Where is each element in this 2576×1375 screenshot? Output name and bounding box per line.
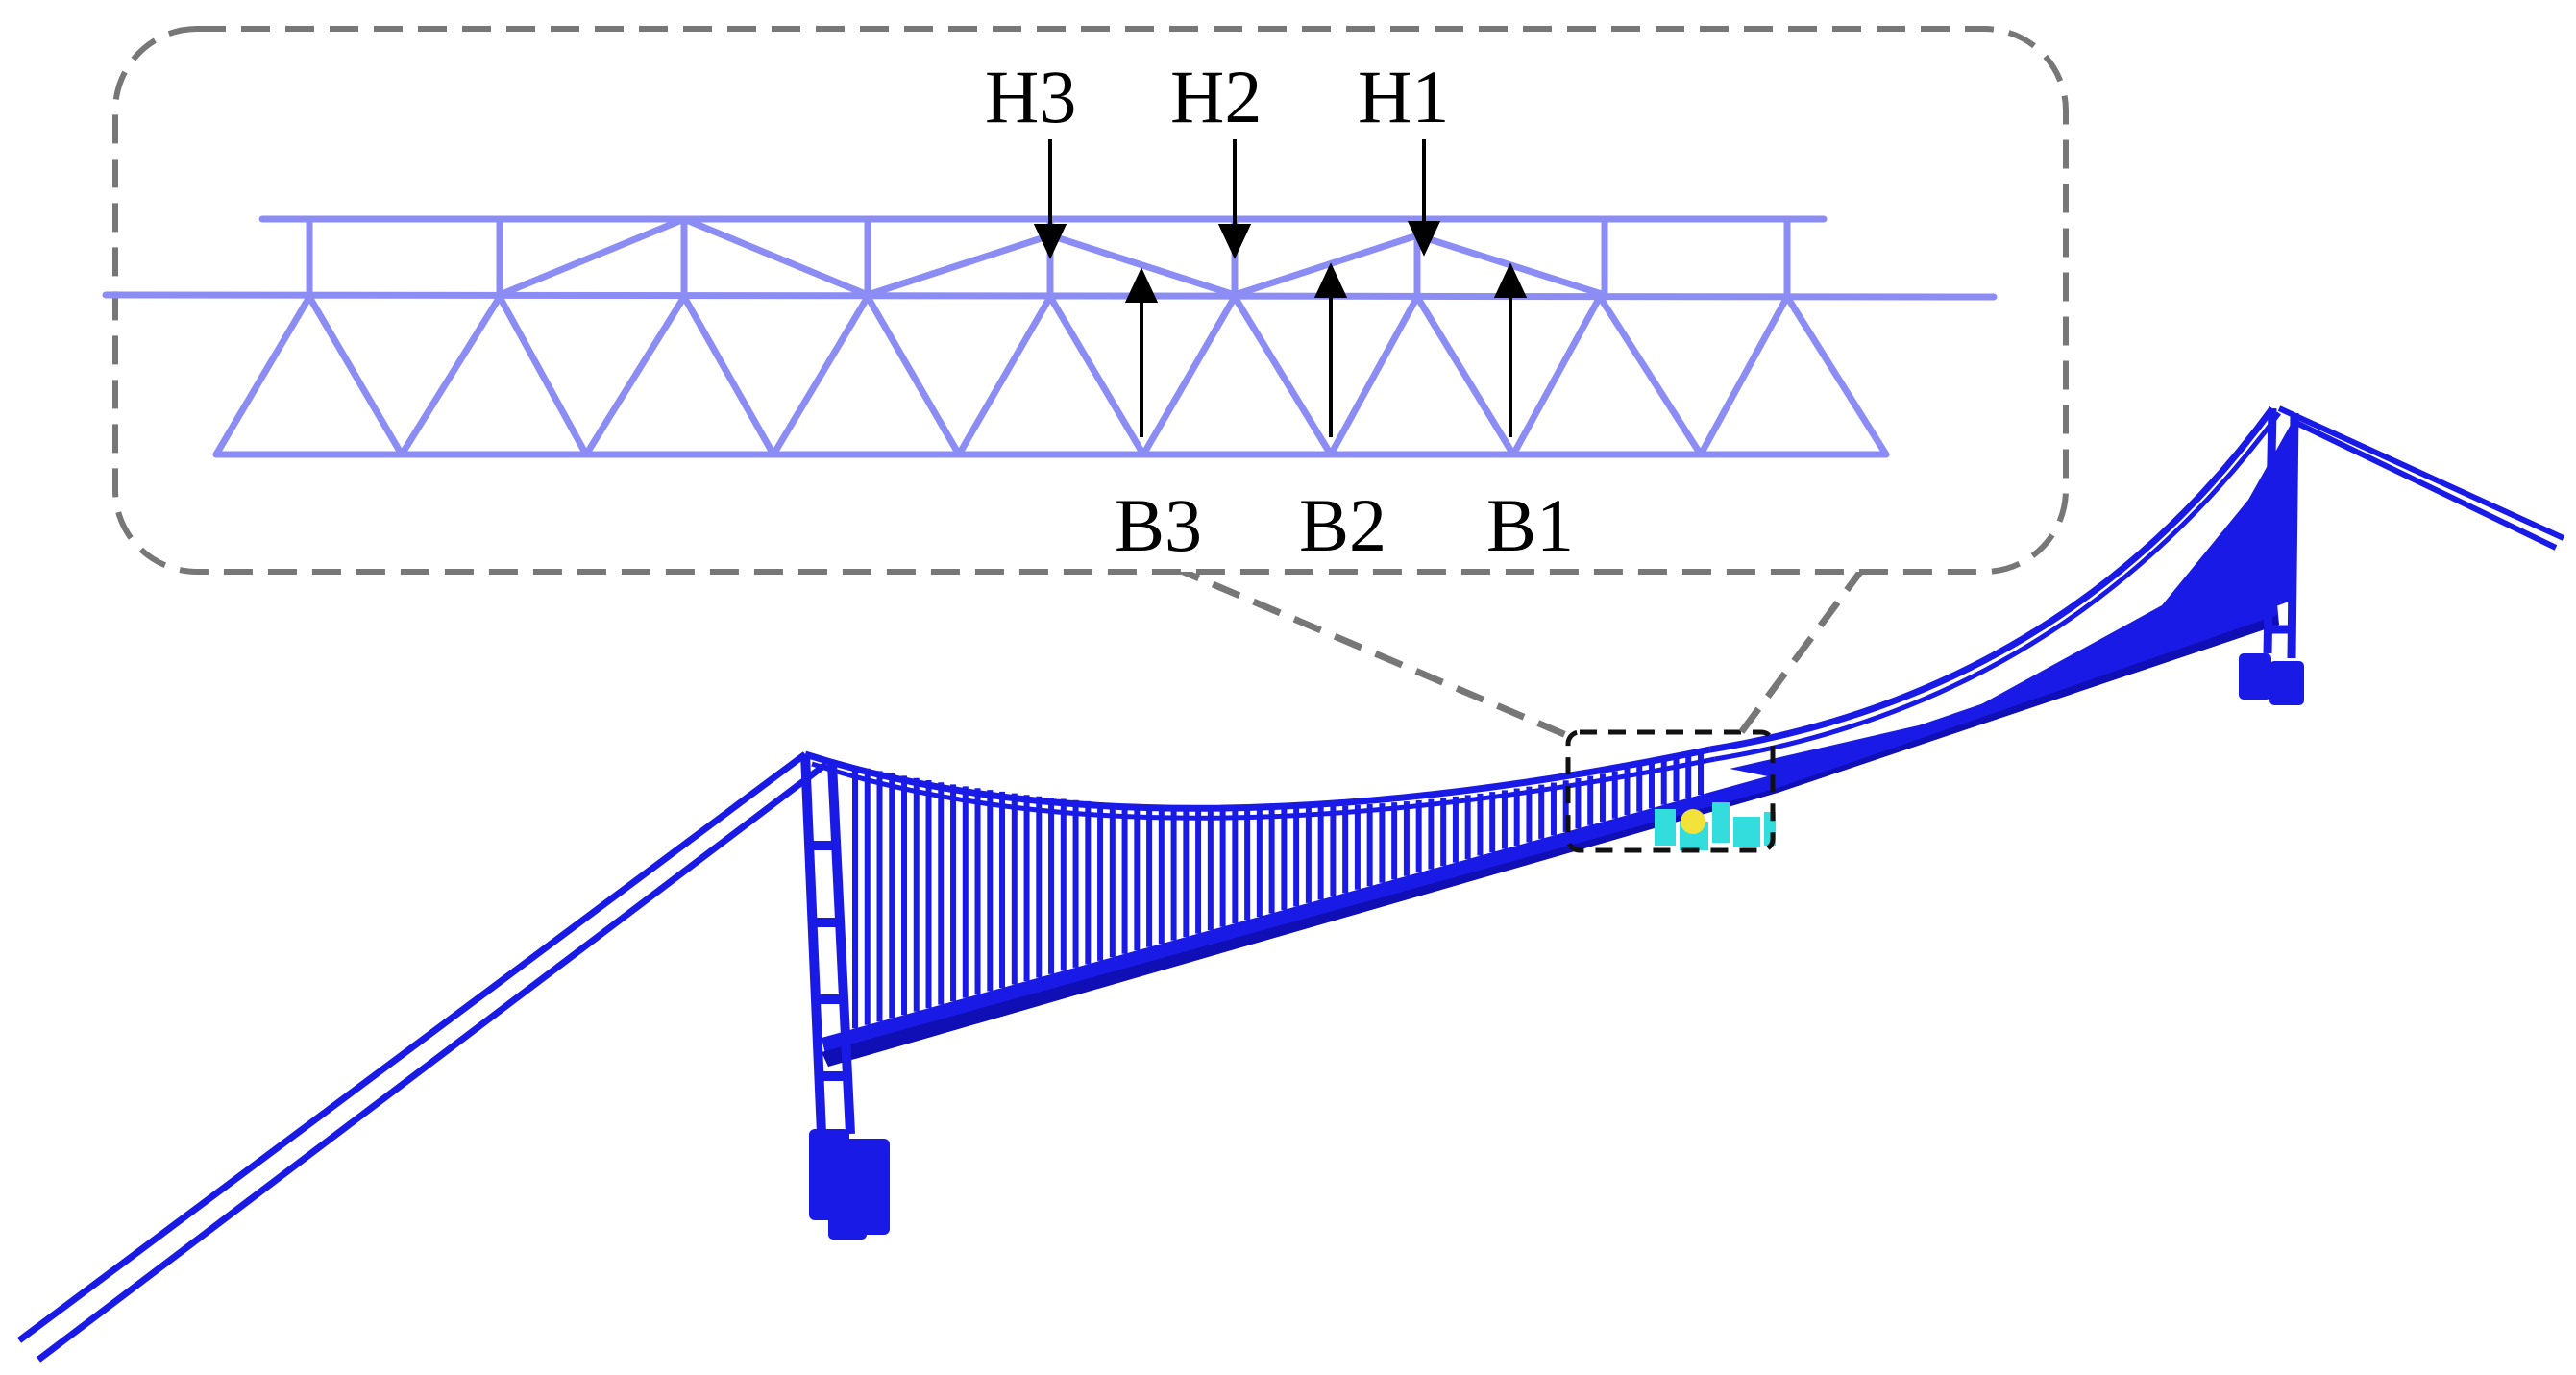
right-span-hangers xyxy=(1730,423,2292,778)
left-tower-foundation xyxy=(809,1129,890,1240)
truss-diagonal xyxy=(496,293,590,458)
truss-diagonal xyxy=(1046,293,1147,458)
truss-diagonal xyxy=(1413,293,1517,458)
truss-diagonal xyxy=(770,293,871,458)
label-b3: B3 xyxy=(1115,483,1202,567)
label-b2: B2 xyxy=(1299,483,1386,567)
load-arrows xyxy=(1033,139,1528,437)
label-h3: H3 xyxy=(985,55,1076,138)
label-b1: B1 xyxy=(1486,483,1574,567)
arrow-b3-head xyxy=(1124,267,1159,303)
main-cable-left-2 xyxy=(811,756,1716,821)
arrow-h2-head xyxy=(1217,224,1252,259)
bridge-deck-shadow xyxy=(822,615,2279,1067)
truss-diagonal xyxy=(398,293,503,458)
hangers xyxy=(852,751,1704,1029)
arrow-h3-head xyxy=(1033,224,1067,259)
right-tower xyxy=(2263,407,2299,659)
callout-leader-left xyxy=(1170,563,1568,739)
truss-diagonal xyxy=(864,293,963,458)
truss-diagonal xyxy=(955,293,1054,458)
truss-diagonal xyxy=(1140,293,1239,458)
truss-diagonal xyxy=(1783,293,1890,458)
upper-diagonal xyxy=(496,215,688,299)
left-backstay-cable xyxy=(16,751,808,1343)
arrow-h1-head xyxy=(1407,221,1441,257)
load-highlight xyxy=(1655,802,1776,850)
arrow-b1-head xyxy=(1493,262,1528,298)
truss-diagonal xyxy=(212,293,313,458)
arrow-b2-head xyxy=(1313,262,1348,298)
right-backstay-cable-2 xyxy=(2294,420,2558,551)
label-h1: H1 xyxy=(1358,55,1449,138)
left-backstay-cable-2 xyxy=(36,761,829,1363)
label-h2: H2 xyxy=(1170,55,1262,138)
truss-diagonal xyxy=(1509,293,1604,458)
upper-diagonal xyxy=(864,232,1054,299)
main-cable-left xyxy=(803,746,1711,812)
truss-diagonal xyxy=(582,293,688,458)
left-tower xyxy=(800,753,855,1135)
truss-detail xyxy=(102,215,1998,458)
upper-diagonal xyxy=(1231,232,1421,299)
truss-diagonal xyxy=(1596,293,1705,458)
truss-diagonal xyxy=(1327,293,1421,458)
labels: H3 H2 H1 B3 B2 B1 xyxy=(985,55,1574,567)
bridge-deck xyxy=(822,603,2279,1067)
upper-diagonal xyxy=(1046,232,1239,299)
truss-diagonal xyxy=(1697,293,1791,458)
detail-region-box xyxy=(1565,729,1776,853)
right-tower-foundation xyxy=(2239,653,2304,705)
callout-leader-right xyxy=(1736,564,1867,738)
detail-callout xyxy=(112,26,2069,853)
upper-diagonal xyxy=(680,215,871,299)
zoom-inset-frame xyxy=(112,26,2069,575)
main-cable-right xyxy=(1709,405,2275,753)
truss-diagonal xyxy=(1231,293,1335,458)
truss-diagonal xyxy=(680,293,777,458)
main-cable-right-2 xyxy=(1714,411,2282,762)
suspension-bridge-model xyxy=(16,405,2565,1363)
right-backstay-cable xyxy=(2277,405,2565,541)
truss-diagonal xyxy=(306,293,405,458)
